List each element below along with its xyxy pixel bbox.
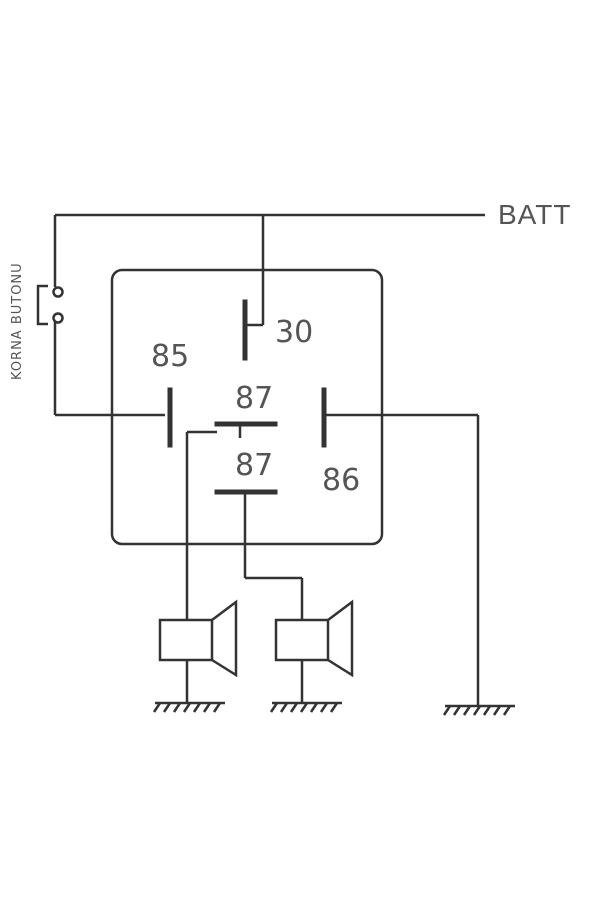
relay-housing: [110, 268, 384, 546]
horn-2-feed-wire: [243, 492, 304, 620]
ground-symbol-icon: [442, 704, 515, 716]
horn-button-wire: [53, 215, 165, 417]
ground-symbol-icon: [152, 701, 225, 713]
horn-1-speaker-icon: [158, 599, 238, 678]
terminal-85-label: 85: [151, 339, 189, 374]
horn-1-feed-wire: [185, 430, 217, 620]
horn-button-switch: [36, 284, 64, 326]
horn-button-label: KORNA BUTONU: [10, 262, 25, 380]
terminal-87-lower-label: 87: [235, 448, 273, 483]
terminal-87-upper-label: 87: [235, 381, 273, 416]
horn-2-speaker-icon: [274, 599, 354, 678]
batt-label: BATT: [498, 199, 571, 230]
terminal-86-ground-wire: [324, 413, 480, 705]
terminal-86-label: 86: [322, 463, 360, 498]
ground-symbol-icon: [269, 701, 342, 713]
terminal-30-label: 30: [275, 315, 313, 350]
terminal-30-wire: [245, 215, 265, 327]
